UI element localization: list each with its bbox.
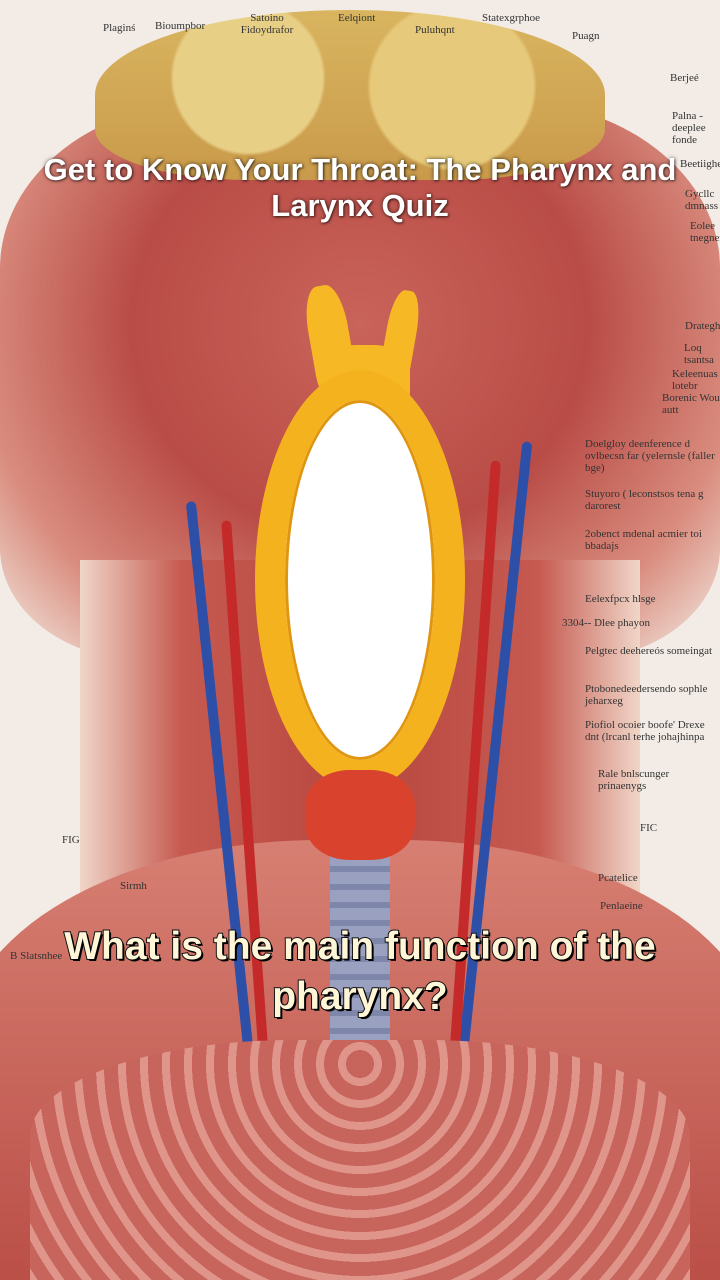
illustration-label: Eelexfpcx hlsge xyxy=(585,593,656,605)
illustration-label: Pelgtec deehereós someingat xyxy=(585,645,713,657)
illustration-label: Stuyoro ( leconstsos tena g darorest xyxy=(585,488,704,512)
illustration-label: Doelgloy deenference d ovlbecsn far (yel… xyxy=(585,438,715,474)
illustration-label: Ptobonedeedersendo sophle jeharxeg xyxy=(585,683,708,707)
illustration-label: Penlaeine xyxy=(600,900,643,912)
illustration-label: Satoino Fidoydrafor xyxy=(240,12,294,36)
illustration-label: Sirmh xyxy=(120,880,147,892)
quiz-title: Get to Know Your Throat: The Pharynx and… xyxy=(43,152,677,223)
illustration-label: Loq tsantsa xyxy=(684,342,714,366)
thyroid-cartilage xyxy=(305,770,415,860)
illustration-label: Eelqiont xyxy=(338,12,376,24)
illustration-label: FIG xyxy=(62,834,80,846)
illustration-label: Piofiol ocoier boofe' Drexe dnt (lrcanl … xyxy=(585,719,705,743)
laryngeal-ring xyxy=(255,370,465,790)
illustration-label: Pcatelice xyxy=(598,872,638,884)
illustration-label: Keleenuas lotebr xyxy=(672,368,718,392)
illustration-label: Beetiighe xyxy=(680,158,720,170)
illustration-label: Eolee tnegner xyxy=(690,220,720,244)
illustration-label: FIC xyxy=(640,822,658,834)
intestines xyxy=(30,1040,690,1280)
brain xyxy=(95,10,605,180)
illustration-label: Borenic Wou autt xyxy=(662,392,720,416)
illustration-label: Plaginś xyxy=(103,22,136,34)
illustration-label: Puagn xyxy=(572,30,600,42)
illustration-label: 2obenct mdenal acmier toi bbadajs xyxy=(585,528,702,552)
illustration-label: Drategh xyxy=(685,320,720,332)
illustration-label: Bioumpbor xyxy=(155,20,206,32)
illustration-label: Puluhqnt xyxy=(415,24,455,36)
illustration-label: Berjeé xyxy=(670,72,699,84)
illustration-label: Statexgrphoe xyxy=(482,12,541,24)
illustration-label: Rale bnlscunger prinaenygs xyxy=(598,768,670,792)
illustration-label: Palna - deeplee fonde xyxy=(672,110,706,146)
quiz-question: What is the main function of the pharynx… xyxy=(63,924,656,1019)
illustration-label: B Slatsnhee xyxy=(10,950,63,962)
illustration-label: Gycllc dmnass xyxy=(685,188,718,212)
illustration-label: 3304-- Dlee phayon xyxy=(562,617,650,629)
